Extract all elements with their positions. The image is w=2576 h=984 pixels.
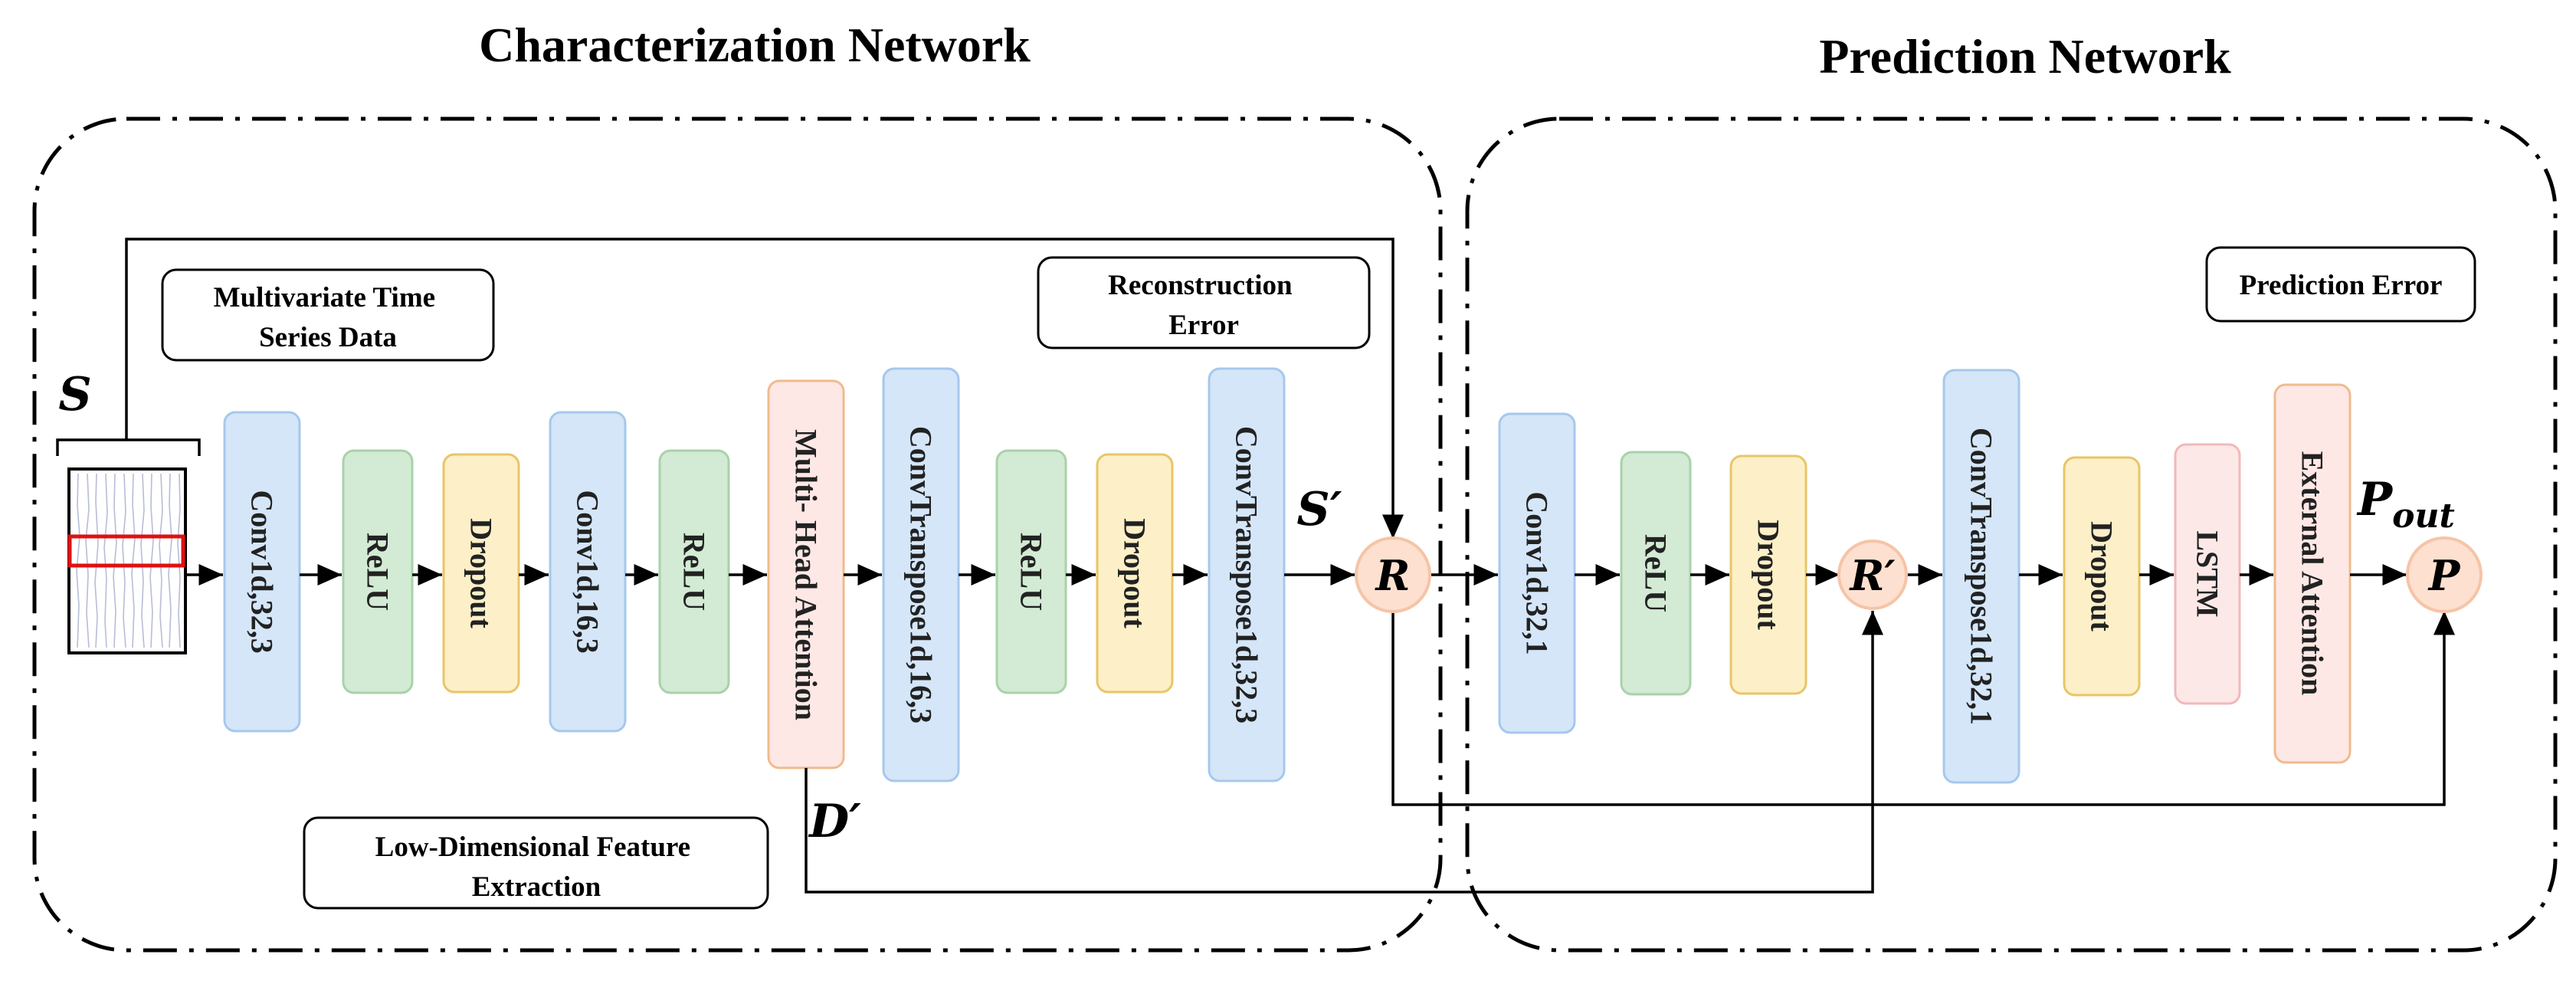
node-p: P [2406,536,2483,613]
pred-relu1-block: ReLU [1620,451,1692,696]
low-dimensional-note: Low-Dimensional Feature Extraction [303,816,769,910]
multivariate-note: Multivariate Time Series Data [161,268,495,362]
char-dropout2-block: Dropout [1096,453,1174,694]
char-conv2-label: Conv1d,16,3 [571,490,605,653]
char-conv1-block: Conv1d,32,3 [223,411,301,733]
pred-lstm-label: LSTM [2191,530,2225,617]
char-conv2-block: Conv1d,16,3 [549,411,627,733]
pred-relu1-label: ReLU [1639,534,1673,612]
node-r-prime: R′ [1837,540,1908,610]
svg-text:Reconstruction Error: Reconstruction Error [1108,270,1299,341]
char-convt2-block: ConvTranspose1d,32,3 [1208,367,1286,782]
prediction-error-note: Prediction Error [2205,246,2476,323]
characterization-network-title: Characterization Network [479,18,1031,72]
char-mha-block: Multi- Head Attention [767,379,845,769]
latent-connection-d-to-r-prime [805,611,1883,894]
reconstruction-note-line-2: Error [1168,310,1239,341]
char-relu3-label: ReLU [1014,533,1049,611]
node-r-prime-label: R′ [1848,551,1895,600]
char-convt1-label: ConvTranspose1d,16,3 [904,426,939,723]
char-relu2-label: ReLU [677,533,712,611]
pred-dropout2-label: Dropout [2085,521,2119,631]
time-window-highlight [67,534,185,568]
svg-text:Multivariate Time Series: Multivariate Time Series Data [214,282,443,353]
node-r-label: R [1375,551,1411,600]
pred-ext-att-label: External Attention [2296,451,2330,696]
residual-connection-r-to-p [1391,611,2455,806]
char-mha-label: Multi- Head Attention [789,429,824,720]
char-dropout2-label: Dropout [1118,518,1152,628]
pred-dropout1-block: Dropout [1729,454,1807,695]
multivariate-note-line-1: Multivariate Time [214,282,435,313]
characterization-network-frame [32,116,1443,953]
low-dim-note-line-2: Extraction [472,871,601,903]
prediction-error-label: Prediction Error [2240,270,2443,301]
svg-text:Low-Dimensional Feature: Low-Dimensional Feature Extraction [375,831,698,903]
reconstruction-symbol-s-prime: S′ [1296,483,1342,536]
node-r: R [1355,536,1431,613]
node-p-label: P [2427,551,2461,600]
char-conv1-label: Conv1d,32,3 [245,490,280,653]
latent-symbol-d-prime: D′ [808,795,861,848]
prediction-network-frame [1465,116,2558,953]
reconstruction-note-line-1: Reconstruction [1108,270,1293,301]
pred-lstm-block: LSTM [2174,443,2241,705]
char-relu1-label: ReLU [361,533,395,611]
time-series-thumbnail [67,467,187,654]
char-relu3-block: ReLU [995,449,1067,694]
pred-dropout1-label: Dropout [1752,520,1786,630]
char-relu1-block: ReLU [342,449,414,694]
low-dim-note-line-1: Low-Dimensional Feature [375,831,690,863]
char-convt2-label: ConvTranspose1d,32,3 [1230,426,1264,723]
reconstruction-error-note: Reconstruction Error [1037,256,1371,349]
multivariate-note-line-2: Series Data [259,322,397,353]
prediction-network-title: Prediction Network [1819,29,2231,84]
char-relu2-block: ReLU [658,449,730,694]
pred-conv1-label: Conv1d,32,1 [1520,491,1555,654]
char-dropout1-block: Dropout [442,453,520,694]
pred-conv1-block: Conv1d,32,1 [1498,412,1576,734]
pred-convt1-label: ConvTranspose1d,32,1 [1965,428,1999,725]
char-convt1-block: ConvTranspose1d,16,3 [882,367,960,782]
pred-convt1-block: ConvTranspose1d,32,1 [1942,369,2020,784]
skip-connection-s-to-r [125,238,1404,539]
pred-ext-att-block: External Attention [2273,383,2352,764]
char-dropout1-label: Dropout [464,518,499,628]
pred-dropout2-block: Dropout [2063,456,2141,697]
input-bracket [56,438,201,456]
input-symbol-s: S [58,368,91,421]
output-symbol-p-out: Pout [2356,473,2455,536]
